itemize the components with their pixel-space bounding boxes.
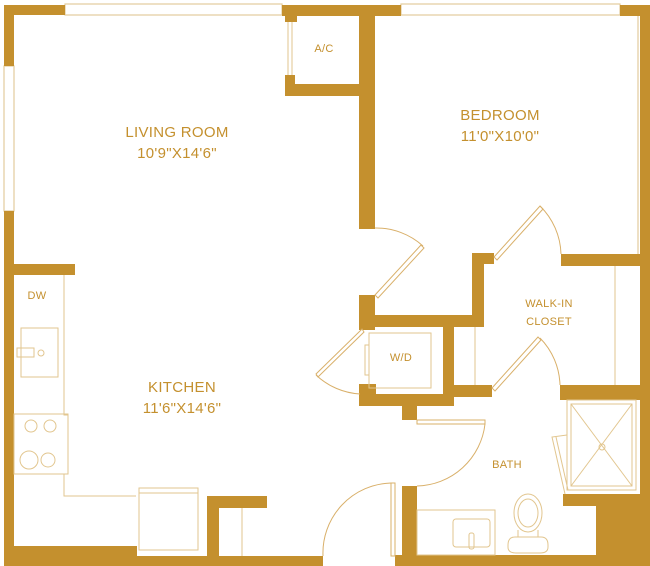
shower bbox=[566, 399, 637, 491]
wall bbox=[282, 5, 401, 16]
kitchen-counter bbox=[63, 275, 136, 497]
wall bbox=[620, 5, 650, 16]
bath-faucet bbox=[468, 532, 475, 550]
bath-door bbox=[416, 419, 486, 425]
kitchen-sink bbox=[20, 327, 59, 378]
closet-name-line2: CLOSET bbox=[526, 316, 572, 328]
shower-slope bbox=[570, 403, 633, 487]
wall bbox=[472, 253, 484, 327]
stove-burner bbox=[43, 419, 57, 433]
wall bbox=[596, 494, 650, 566]
wd-label: W/D bbox=[390, 352, 412, 364]
bedroom-name: BEDROOM bbox=[460, 107, 540, 124]
room-labels: A/C LIVING ROOM 10'9"X14'6" BEDROOM 11'0… bbox=[28, 43, 573, 471]
closet-door bbox=[493, 205, 544, 261]
bath-closet-door-swing bbox=[539, 337, 561, 386]
shower-pan bbox=[570, 403, 633, 487]
bath-vanity bbox=[416, 509, 496, 556]
wall bbox=[4, 5, 14, 66]
dishwasher-label: DW bbox=[28, 290, 47, 302]
entry-door-swing bbox=[322, 482, 392, 557]
wall bbox=[207, 496, 219, 566]
wall bbox=[472, 253, 494, 264]
living-room-name: LIVING ROOM bbox=[125, 124, 228, 141]
bedroom-door bbox=[374, 244, 425, 299]
sink-drain bbox=[37, 349, 45, 357]
living-room-dimensions: 10'9"X14'6" bbox=[137, 145, 217, 162]
wall bbox=[4, 264, 75, 275]
windows bbox=[3, 3, 642, 256]
entry-door bbox=[390, 482, 396, 557]
wall bbox=[640, 5, 650, 566]
wall bbox=[560, 385, 650, 400]
kitchen-name: KITCHEN bbox=[148, 379, 216, 396]
living-room-top-window bbox=[64, 3, 283, 16]
wall bbox=[137, 556, 323, 566]
wd-door bbox=[315, 328, 365, 378]
stove bbox=[13, 413, 69, 475]
bath-closet-door bbox=[491, 336, 542, 392]
wall bbox=[359, 384, 376, 404]
bedroom-top-window bbox=[400, 3, 621, 16]
wall bbox=[452, 385, 492, 397]
wall bbox=[4, 5, 65, 15]
wall bbox=[561, 254, 650, 266]
fixtures bbox=[13, 22, 637, 557]
refrigerator bbox=[138, 487, 199, 551]
wall bbox=[443, 322, 454, 402]
stove-burner bbox=[24, 419, 38, 433]
bath-door-swing bbox=[416, 423, 486, 487]
sink-faucet bbox=[16, 347, 35, 358]
shower-door bbox=[555, 436, 569, 491]
shower-door bbox=[551, 434, 568, 495]
kitchen-dimensions: 11'6"X14'6" bbox=[143, 400, 222, 417]
washer-dryer-panel bbox=[364, 344, 370, 376]
wall bbox=[395, 555, 650, 566]
wall bbox=[359, 315, 484, 327]
toilet-seat bbox=[517, 498, 539, 528]
bath-name: BATH bbox=[492, 459, 522, 471]
wall bbox=[285, 15, 297, 22]
living-room-left-window bbox=[3, 65, 15, 212]
shower-drain bbox=[598, 443, 606, 451]
toilet-tank bbox=[507, 536, 549, 554]
wall bbox=[402, 400, 417, 420]
wd-door-swing bbox=[315, 374, 361, 395]
wall bbox=[4, 211, 14, 566]
toilet-bowl bbox=[513, 493, 543, 533]
walls bbox=[4, 5, 650, 566]
ac-label: A/C bbox=[314, 43, 333, 55]
bedroom-door-swing bbox=[374, 227, 424, 247]
wall bbox=[359, 5, 375, 229]
bath-sink bbox=[452, 518, 491, 548]
wall bbox=[402, 486, 417, 566]
wall bbox=[207, 496, 267, 508]
wall bbox=[4, 546, 137, 566]
closet-name-line1: WALK-IN bbox=[525, 298, 573, 310]
wall bbox=[285, 84, 362, 96]
closet-door-swing bbox=[539, 205, 562, 255]
stove-burner bbox=[19, 450, 39, 470]
stove-burner bbox=[40, 452, 56, 468]
bedroom-dimensions: 11'0"X10'0" bbox=[461, 128, 540, 145]
